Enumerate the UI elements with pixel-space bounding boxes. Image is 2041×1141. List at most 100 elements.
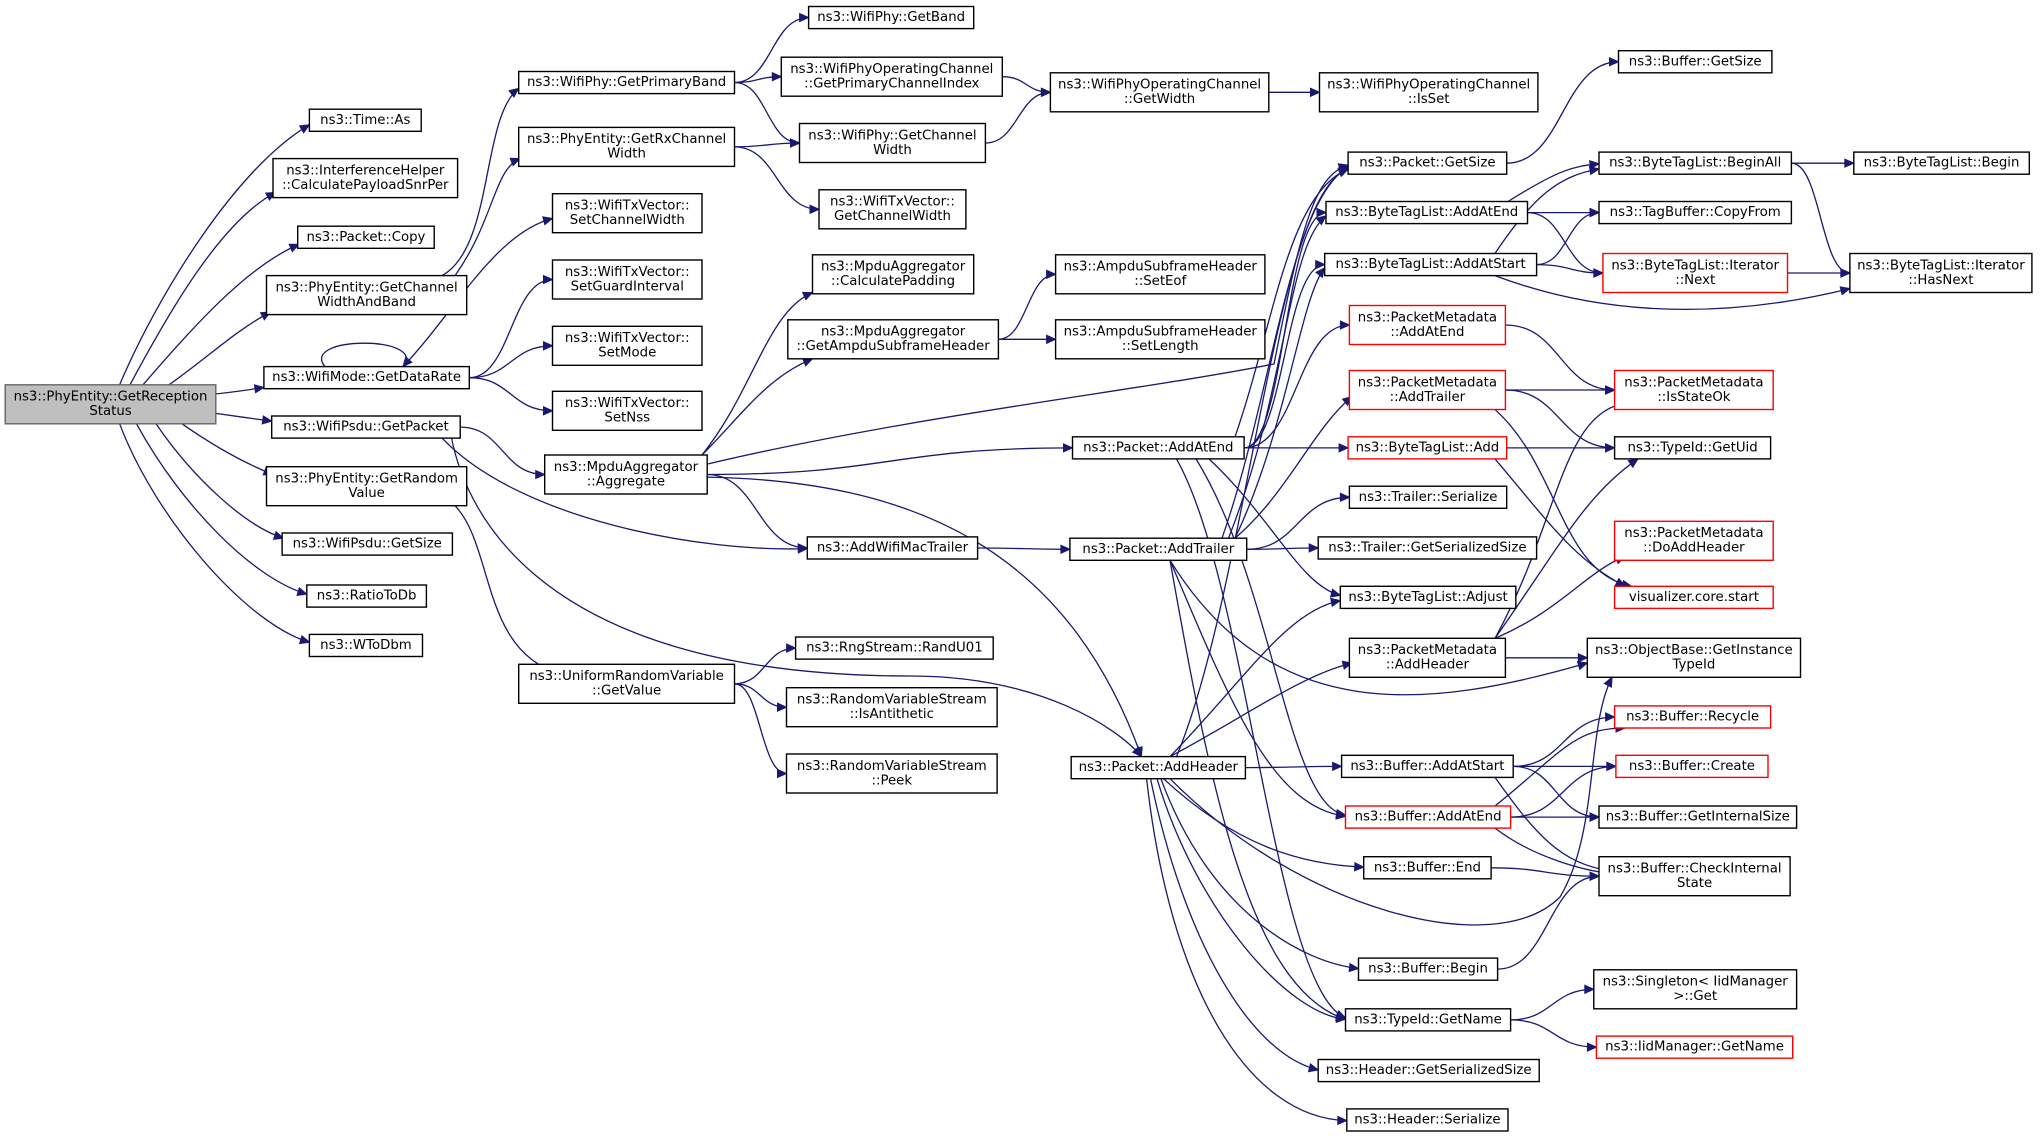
graph-node[interactable]: ns3::Buffer::Begin <box>1357 957 1499 981</box>
edge-line <box>142 243 300 386</box>
edge-arrowhead <box>509 157 522 167</box>
graph-node[interactable]: ns3::TagBuffer::CopyFrom <box>1598 200 1793 225</box>
graph-node[interactable]: ns3::PacketMetadata::AddHeader <box>1348 637 1507 678</box>
graph-node[interactable]: ns3::RandomVariableStream::IsAntithetic <box>785 687 998 728</box>
graph-node[interactable]: ns3::InterferenceHelper::CalculatePayloa… <box>272 157 459 199</box>
graph-node[interactable]: ns3::MpduAggregator::CalculatePadding <box>811 254 975 295</box>
graph-node[interactable]: ns3::ByteTagList::AddAtStart <box>1323 252 1538 277</box>
node-box <box>544 454 708 495</box>
graph-node[interactable]: ns3::ByteTagList::BeginAll <box>1598 151 1793 175</box>
graph-node[interactable]: ns3::WifiPsdu::GetPacket <box>271 415 461 439</box>
graph-node[interactable]: ns3::ByteTagList::Adjust <box>1339 585 1517 610</box>
graph-node[interactable]: ns3::ByteTagList::Iterator::Next <box>1602 252 1789 294</box>
graph-node[interactable]: ns3::WifiPhyOperatingChannel::GetWidth <box>1049 72 1270 113</box>
graph-node[interactable]: ns3::MpduAggregator::Aggregate <box>544 454 708 495</box>
node-box <box>1613 520 1774 561</box>
graph-node[interactable]: ns3::AmpduSubframeHeader::SetLength <box>1054 319 1266 360</box>
graph-node[interactable]: ns3::PacketMetadata::DoAddHeader <box>1613 520 1774 561</box>
graph-node[interactable]: ns3::IidManager::GetName <box>1595 1035 1794 1059</box>
graph-node[interactable]: ns3::WifiTxVector::GetChannelWidth <box>818 189 967 230</box>
edge-n33-n43 <box>1246 543 1320 553</box>
graph-node[interactable]: ns3::Header::GetSerializedSize <box>1317 1058 1540 1083</box>
graph-node[interactable]: ns3::Buffer::Create <box>1615 754 1769 779</box>
graph-node[interactable]: ns3::Trailer::Serialize <box>1348 485 1508 510</box>
graph-node[interactable]: ns3::WifiPsdu::GetSize <box>281 532 454 556</box>
graph-node[interactable]: ns3::RandomVariableStream::Peek <box>785 753 998 794</box>
edge-line <box>1175 168 1349 757</box>
graph-node[interactable]: ns3::Buffer::GetInternalSize <box>1598 805 1798 829</box>
node-label: ns3::PacketMetadata <box>1624 526 1763 541</box>
node-box <box>1598 805 1798 829</box>
graph-node[interactable]: ns3::Packet::AddHeader <box>1070 755 1247 780</box>
edge-line <box>469 345 553 379</box>
graph-node[interactable]: ns3::PacketMetadata::AddAtEnd <box>1348 304 1507 346</box>
edge-line <box>1234 396 1353 539</box>
graph-node[interactable]: ns3::Trailer::GetSerializedSize <box>1317 536 1538 560</box>
graph-node[interactable]: ns3::Singleton< IidManager>::Get <box>1593 969 1798 1010</box>
graph-node[interactable]: ns3::Header::Serialize <box>1346 1108 1509 1132</box>
node-box <box>281 532 454 556</box>
graph-node[interactable]: ns3::WifiPhyOperatingChannel::IsSet <box>1318 72 1539 113</box>
graph-node[interactable]: ns3::AmpduSubframeHeader::SetEof <box>1054 254 1266 295</box>
graph-node[interactable]: ns3::TypeId::GetName <box>1344 1008 1512 1032</box>
edge-n54-n68 <box>1791 158 1856 168</box>
edge-n18-n28 <box>734 683 788 779</box>
graph-node[interactable]: ns3::Packet::AddTrailer <box>1069 537 1248 562</box>
graph-node[interactable]: ns3::WifiTxVector::SetNss <box>551 390 703 431</box>
graph-node[interactable]: ns3::Packet::AddAtEnd <box>1071 436 1245 460</box>
graph-node[interactable]: ns3::ByteTagList::Iterator::HasNext <box>1849 252 2033 294</box>
edge-n0-n9 <box>135 423 308 597</box>
graph-node[interactable]: ns3::ByteTagList::Begin <box>1853 151 2031 175</box>
edge-n5-n14 <box>469 274 554 379</box>
node-label: ns3::Packet::AddTrailer <box>1082 542 1234 557</box>
graph-node[interactable]: ns3::ByteTagList::Add <box>1347 436 1508 460</box>
graph-node[interactable]: ns3::Buffer::Recycle <box>1613 705 1772 729</box>
node-label: ns3::ByteTagList::Adjust <box>1348 590 1507 605</box>
graph-node[interactable]: ns3::Buffer::End <box>1362 856 1492 880</box>
graph-node[interactable]: ns3::Buffer::AddAtStart <box>1340 754 1514 779</box>
node-label: ns3::ObjectBase::GetInstance <box>1595 643 1793 658</box>
graph-node[interactable]: visualizer.core.start <box>1613 585 1774 610</box>
edge-n5-n13 <box>402 216 554 368</box>
graph-node[interactable]: ns3::WifiPhyOperatingChannel::GetPrimary… <box>780 56 1003 97</box>
node-label: ns3::PhyEntity::GetReception <box>14 390 208 405</box>
node-label: ns3::ByteTagList::Iterator <box>1611 258 1779 273</box>
graph-node[interactable]: ns3::Buffer::AddAtEnd <box>1344 805 1512 829</box>
graph-node[interactable]: ns3::WifiPhy::GetBand <box>807 5 975 30</box>
edge-line <box>734 146 820 210</box>
graph-node[interactable]: ns3::RngStream::RandU01 <box>794 636 994 660</box>
graph-node[interactable]: ns3::ByteTagList::AddAtEnd <box>1325 200 1529 225</box>
graph-node[interactable]: ns3::UniformRandomVariable::GetValue <box>518 663 736 704</box>
node-label: SetNss <box>604 411 650 426</box>
graph-node[interactable]: ns3::RatioToDb <box>306 584 428 608</box>
graph-node[interactable]: ns3::MpduAggregator::GetAmpduSubframeHea… <box>787 319 1000 360</box>
edge-arrowhead <box>1589 207 1601 218</box>
node-label: ns3::Packet::AddHeader <box>1079 760 1239 775</box>
graph-node[interactable]: ns3::Packet::GetSize <box>1347 151 1508 175</box>
graph-node[interactable]: ns3::WToDbm <box>308 633 424 658</box>
graph-node[interactable]: ns3::WifiMode::GetDataRate <box>263 365 470 390</box>
graph-node[interactable]: ns3::WifiTxVector::SetMode <box>551 325 703 366</box>
graph-node[interactable]: ns3::WifiTxVector::SetGuardInterval <box>551 259 703 300</box>
graph-node[interactable]: ns3::WifiPhy::GetChannelWidth <box>798 122 987 164</box>
graph-node[interactable]: ns3::WifiPhy::GetPrimaryBand <box>518 70 736 95</box>
graph-node[interactable]: ns3::Packet::Copy <box>297 225 435 249</box>
graph-node[interactable]: ns3::TypeId::GetUid <box>1613 436 1772 460</box>
graph-node[interactable]: ns3::PacketMetadata::AddTrailer <box>1348 369 1507 411</box>
edge-line <box>321 342 407 368</box>
node-box <box>518 126 736 168</box>
node-label: State <box>1677 876 1712 891</box>
edge-n18-n27 <box>734 683 788 712</box>
graph-node[interactable]: ns3::WifiTxVector::SetChannelWidth <box>551 192 703 234</box>
node-label: ns3::Trailer::GetSerializedSize <box>1328 540 1526 555</box>
graph-node[interactable]: ns3::Buffer::GetSize <box>1617 50 1773 74</box>
graph-node[interactable]: ns3::Time::As <box>308 108 422 132</box>
graph-node[interactable]: ns3::AddWifiMacTrailer <box>806 536 979 560</box>
graph-node[interactable]: ns3::PacketMetadata::IsStateOk <box>1613 369 1774 411</box>
